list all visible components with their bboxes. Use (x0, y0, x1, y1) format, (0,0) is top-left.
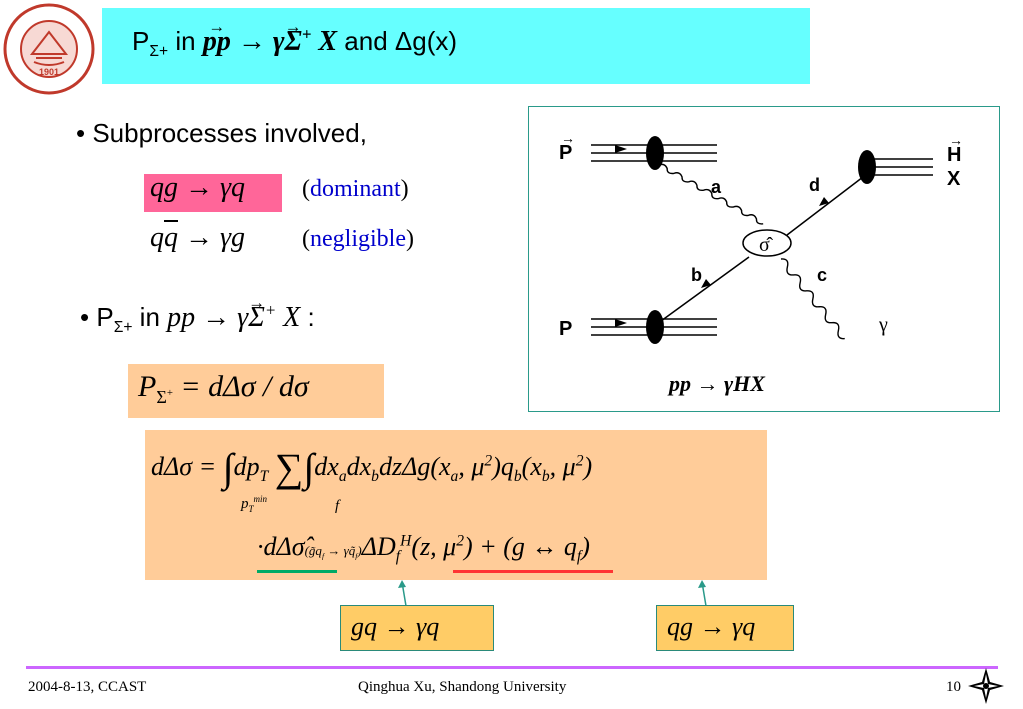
cross-section-formula-box: dΔσ = ∫dpT ∑∫dxadxbdzΔg(xa, μ2)qb(xb, μ2… (145, 430, 767, 580)
svg-text:b: b (691, 265, 702, 285)
page-number: 10 (946, 679, 961, 695)
process-qg: qg → γq (150, 172, 246, 203)
svg-text:P: P (559, 318, 572, 340)
svg-text:P: P (559, 142, 572, 164)
svg-text:d: d (809, 175, 820, 195)
sum-index: f (335, 498, 340, 514)
ratio-formula-box: PΣ+ = dΔσ / dσ (128, 364, 384, 418)
slide-title: PΣ+ in pp → γΣ+ X and Δg(x) (132, 17, 457, 60)
compass-icon (968, 668, 1004, 704)
note-negligible: (negligible) (302, 226, 414, 252)
svg-text:H: H (947, 144, 961, 166)
annotation-gq: gq → γq (340, 605, 494, 651)
university-logo: 1901 (2, 2, 96, 96)
bullet-polarization: • PΣ+ in pp → γΣ+ X : (80, 293, 315, 336)
svg-text:pp → γHX: pp → γHX (667, 371, 766, 396)
annotation-qg: qg → γq (656, 605, 794, 651)
svg-text:→: → (949, 132, 963, 148)
footer-divider (26, 666, 998, 669)
title-banner: PΣ+ in pp → γΣ+ X and Δg(x) (102, 8, 810, 84)
svg-text:X: X (947, 168, 961, 190)
highlight-dominant (144, 174, 282, 212)
note-dominant: (dominant) (302, 176, 409, 202)
svg-text:a: a (711, 177, 722, 197)
scattering-diagram: P → P H → X a b c d σ̂ γ pp → γHX (528, 106, 1000, 412)
underline-green (257, 570, 337, 573)
integral-lower-limit: pTmin (241, 494, 268, 514)
process-qqbar: qq → γg (150, 222, 246, 253)
underline-red (453, 570, 613, 573)
svg-text:→: → (561, 130, 575, 146)
bullet-subprocesses: • Subprocesses involved, (76, 118, 367, 148)
svg-text:γ: γ (878, 314, 888, 336)
svg-text:c: c (817, 265, 827, 285)
footer-date: 2004-8-13, CCAST (28, 679, 147, 695)
annotation-arrows (398, 580, 707, 607)
svg-text:1901: 1901 (39, 67, 59, 77)
formula-line2: ·dΔσ̂(g̃qf → γq̃f)ΔDfH(z, μ2) + (g ↔ qf) (257, 532, 590, 566)
formula-line1: dΔσ = ∫dpT ∑∫dxadxbdzΔg(xa, μ2)qb(xb, μ2… (151, 445, 593, 490)
footer-author: Qinghua Xu, Shandong University (358, 679, 567, 695)
